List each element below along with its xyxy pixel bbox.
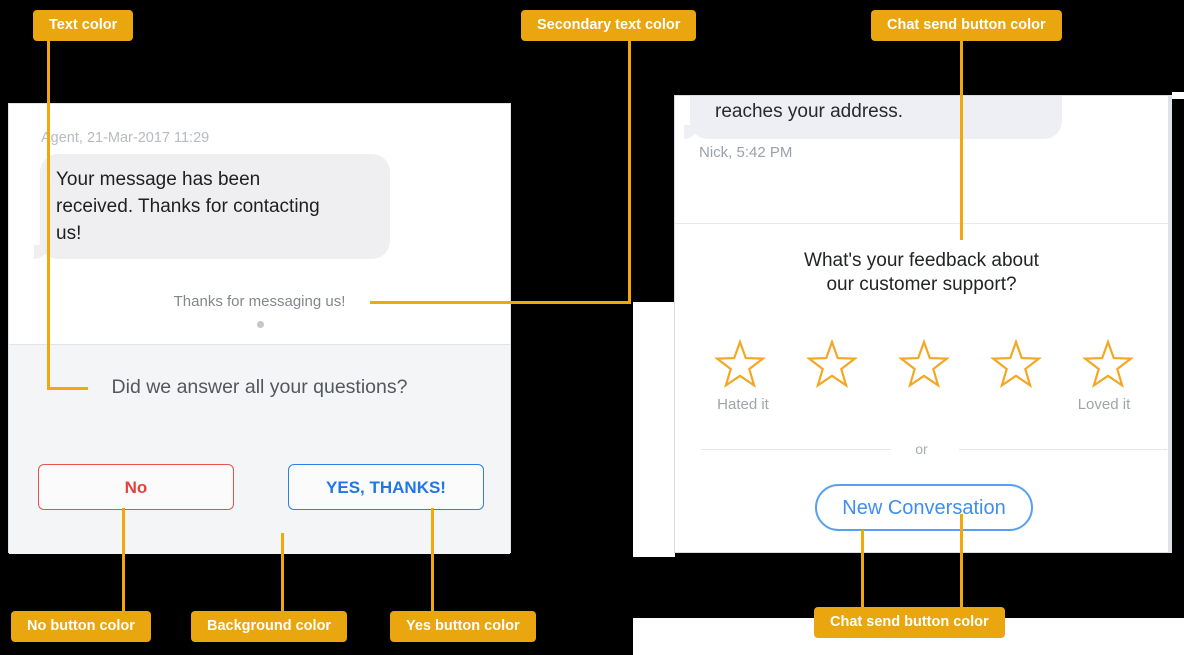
background-color-tag: Background color	[191, 611, 348, 642]
feedback-question-line: What's your feedback about	[804, 250, 1039, 271]
or-divider-line	[959, 449, 1167, 450]
or-divider-text: or	[915, 441, 928, 457]
new-conversation-button[interactable]: New Conversation	[815, 484, 1033, 531]
yes-thanks-button[interactable]: YES, THANKS!	[288, 464, 484, 510]
connector-secondary-text-horizontal	[370, 301, 631, 304]
feedback-question: What's your feedback about our customer …	[675, 249, 1168, 297]
agent-message-bubble: Your message has been received. Thanks f…	[34, 154, 390, 259]
star-rating	[714, 338, 1134, 395]
connector-text-color-vertical	[47, 41, 50, 390]
feedback-question-line: our customer support?	[826, 274, 1017, 295]
agent-timestamp: Nick, 5:42 PM	[699, 144, 793, 161]
or-divider-line	[701, 449, 891, 450]
connector-chat-send-bottom-right	[960, 514, 963, 607]
agent-message-line: us!	[56, 223, 82, 244]
connector-yes-button	[431, 508, 434, 611]
secondary-text-color-tag: Secondary text color	[521, 10, 697, 41]
chat-send-button-color-tag-top: Chat send button color	[871, 10, 1062, 41]
no-button[interactable]: No	[38, 464, 234, 510]
yes-button-color-tag: Yes button color	[390, 611, 536, 642]
rating-high-label: Loved it	[1077, 396, 1131, 413]
agent-message-line: received. Thanks for contacting	[56, 196, 320, 217]
agent-message-text: reaches your address.	[715, 101, 903, 122]
agent-message-line: Your message has been	[56, 169, 261, 190]
text-color-tag: Text color	[33, 10, 134, 41]
screenshot-fragment-top-sliver	[1172, 92, 1184, 99]
star-icon[interactable]	[990, 338, 1042, 395]
chat-widget-rating-panel: reaches your address. Nick, 5:42 PM What…	[674, 95, 1172, 553]
rating-low-label: Hated it	[717, 396, 769, 413]
star-icon[interactable]	[714, 338, 766, 395]
typing-indicator-dot	[257, 321, 264, 328]
star-icon[interactable]	[806, 338, 858, 395]
no-button-color-tag: No button color	[11, 611, 151, 642]
chat-status-text: Thanks for messaging us!	[173, 293, 346, 310]
connector-text-color-horizontal	[47, 387, 88, 390]
chat-widget-survey-panel: Agent, 21-Mar-2017 11:29 Your message ha…	[8, 103, 511, 554]
connector-chat-send-bottom-left	[861, 530, 864, 607]
screenshot-fragment-strip	[633, 302, 675, 557]
star-icon[interactable]	[898, 338, 950, 395]
connector-background	[281, 533, 284, 611]
chat-send-button-color-tag-bottom: Chat send button color	[814, 607, 1005, 638]
connector-chat-send-top	[960, 41, 963, 240]
section-divider	[675, 223, 1168, 224]
connector-secondary-text-vertical	[628, 41, 631, 304]
survey-section: Did we answer all your questions? No YES…	[9, 344, 510, 554]
survey-question: Did we answer all your questions?	[111, 376, 408, 398]
agent-message-bubble: reaches your address.	[684, 96, 1062, 139]
connector-no-button	[122, 508, 125, 611]
agent-timestamp: Agent, 21-Mar-2017 11:29	[41, 130, 210, 146]
star-icon[interactable]	[1082, 338, 1134, 395]
